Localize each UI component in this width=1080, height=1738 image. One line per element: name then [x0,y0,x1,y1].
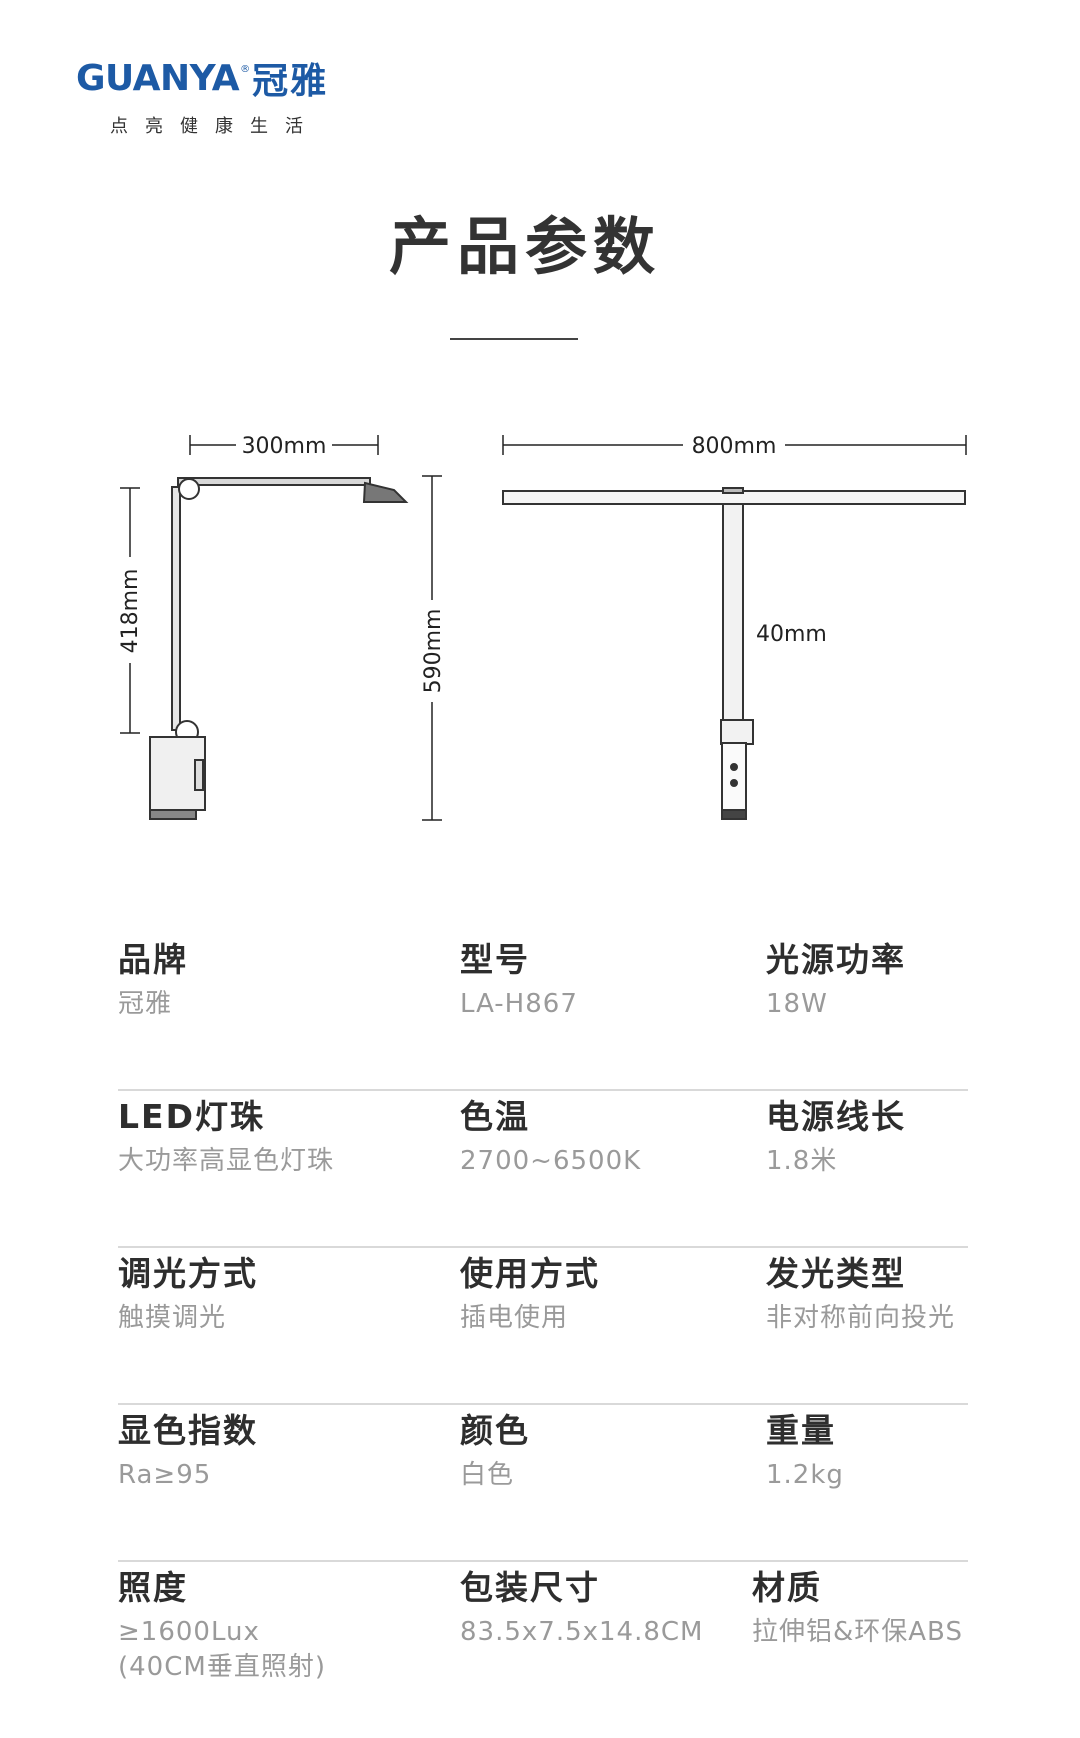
registered-mark-icon: ® [240,63,251,75]
spec-brand: 品牌 冠雅 [118,933,188,1022]
spec-label: 颜色 [460,1411,530,1450]
spec-value: 1.8米 [766,1146,838,1176]
spec-cri: 显色指数 Ra≥95 [118,1404,258,1493]
spec-row: 调光方式 触摸调光 使用方式 插电使用 发光类型 非对称前向投光 [118,1247,968,1405]
spec-row: 照度 ≥1600Lux (40CM垂直照射) 包装尺寸 83.5x7.5x14.… [118,1561,968,1717]
spec-illuminance: 照度 ≥1600Lux (40CM垂直照射) [118,1561,326,1685]
spec-value: 18W [766,989,828,1019]
side-arm-height-label: 418mm [118,569,143,654]
spec-label: 包装尺寸 [460,1568,600,1607]
spec-power: 光源功率 18W [766,933,906,1022]
dimension-diagram: 300mm 800mm 40mm 418mm 590mm [118,434,967,821]
logo-text-cn: 冠雅 [252,61,329,102]
logo-text-en: GUANYA [76,57,240,99]
spec-color: 颜色 白色 [460,1404,530,1493]
spec-value: 非对称前向投光 [766,1303,956,1333]
spec-label: 光源功率 [766,940,906,979]
side-width-label: 300mm [242,434,327,459]
spec-value: LA-H867 [460,989,578,1019]
side-view-lamp [149,477,409,820]
spec-color-temp: 色温 2700~6500K [460,1090,641,1179]
spec-value: ≥1600Lux [118,1617,260,1647]
spec-value: 冠雅 [118,989,173,1019]
title-divider [450,338,578,340]
spec-weight: 重量 1.2kg [766,1404,844,1493]
spec-label: 发光类型 [766,1254,906,1293]
front-view-lamp [502,487,966,820]
spec-label: 型号 [460,940,530,979]
spec-usage: 使用方式 插电使用 [460,1247,600,1336]
spec-value: 83.5x7.5x14.8CM [460,1617,704,1647]
brand-slogan: 点亮健康生活 [110,116,320,137]
spec-label: 照度 [118,1568,188,1607]
spec-led: LED灯珠 大功率高显色灯珠 [118,1090,334,1179]
spec-label: 色温 [460,1097,530,1136]
spec-label: 材质 [752,1568,822,1607]
spec-value: 2700~6500K [460,1146,642,1176]
spec-cord-length: 电源线长 1.8米 [766,1090,906,1179]
spec-label: 显色指数 [118,1411,258,1450]
spec-model: 型号 LA-H867 [460,933,578,1022]
pole-width-label: 40mm [756,622,827,647]
spec-label: 电源线长 [766,1097,906,1136]
spec-label: 品牌 [118,940,188,979]
spec-value-note: (40CM垂直照射) [118,1652,326,1682]
spec-value: 大功率高显色灯珠 [118,1146,335,1176]
spec-label: 使用方式 [460,1254,600,1293]
spec-dimming: 调光方式 触摸调光 [118,1247,258,1336]
spec-label: LED灯珠 [118,1097,265,1136]
spec-row: 显色指数 Ra≥95 颜色 白色 重量 1.2kg [118,1404,968,1562]
brand-logo: GUANYA ® 冠雅 点亮健康生活 [76,52,328,138]
spec-row: 品牌 冠雅 型号 LA-H867 光源功率 18W [118,933,968,1091]
spec-light-type: 发光类型 非对称前向投光 [766,1247,955,1336]
spec-value: 插电使用 [460,1303,569,1333]
side-total-height-label: 590mm [421,609,446,694]
spec-label: 重量 [766,1411,836,1450]
spec-value: 白色 [460,1460,515,1490]
spec-row: LED灯珠 大功率高显色灯珠 色温 2700~6500K 电源线长 1.8米 [118,1090,968,1248]
page-title: 产品参数 [388,210,661,283]
spec-material: 材质 拉伸铝&环保ABS [752,1561,963,1650]
spec-label: 调光方式 [118,1254,258,1293]
spec-value: 拉伸铝&环保ABS [752,1617,963,1647]
spec-value: Ra≥95 [118,1460,212,1490]
front-width-label: 800mm [692,434,777,459]
spec-value: 触摸调光 [118,1303,227,1333]
spec-package-size: 包装尺寸 83.5x7.5x14.8CM [460,1561,704,1650]
spec-value: 1.2kg [766,1460,844,1490]
